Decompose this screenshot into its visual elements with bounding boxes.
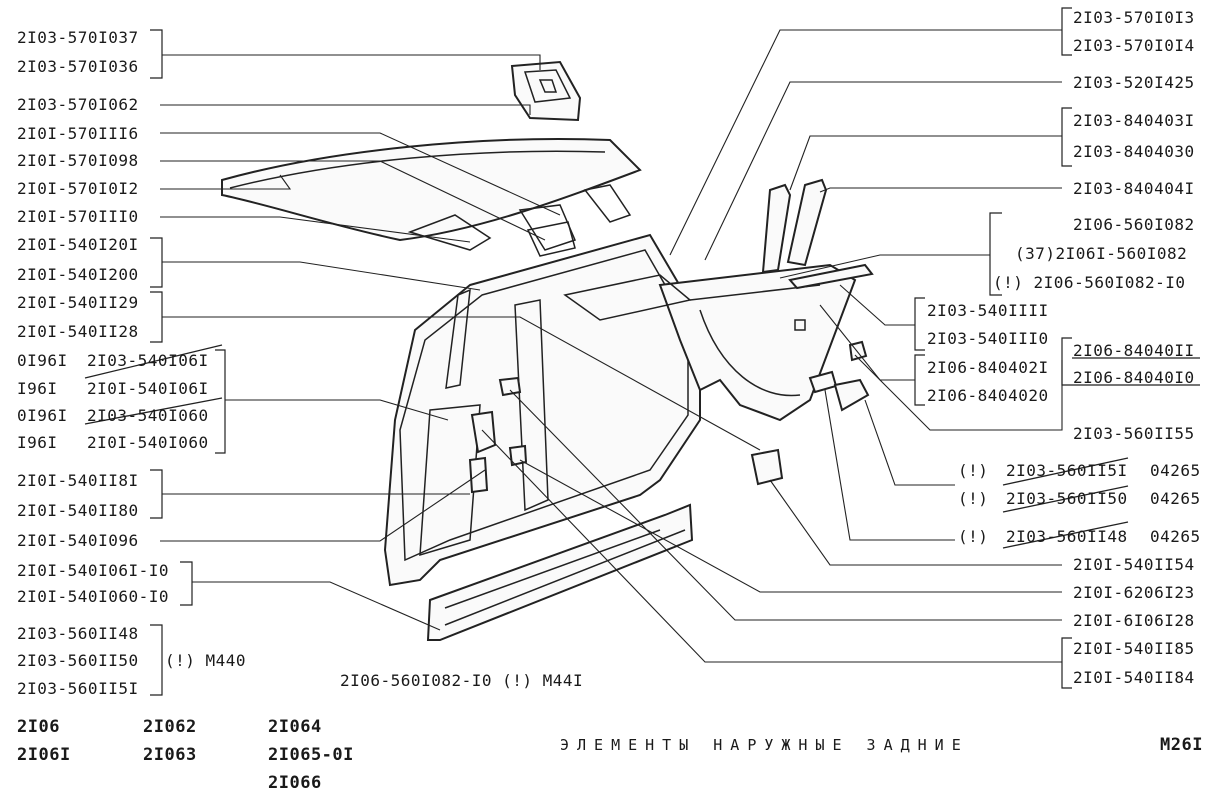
part-label: 0I96I	[17, 406, 68, 425]
strike-lines	[84, 344, 1200, 549]
part-label: 2I03-540I06I	[87, 351, 209, 370]
part-label: 2I0I-540II84	[1073, 668, 1195, 687]
part-label: 2I03-540IIII	[927, 301, 1049, 320]
part-label: 2I03-540I060	[87, 406, 209, 425]
part-label: 2I03-560II50	[1006, 489, 1128, 508]
part-label: 2I03-560II55	[1073, 424, 1195, 443]
part-label: 2I06-84040II	[1073, 341, 1195, 360]
part-label: 2I03-560II50	[17, 651, 139, 670]
center-pillar-top	[526, 221, 576, 257]
part-label: 04265	[1150, 489, 1201, 508]
part-label: 2I06-8404020	[927, 386, 1049, 405]
part-label: 2I03-560II5I	[1006, 461, 1128, 480]
model-code: 2I06	[17, 717, 60, 737]
part-note: (!) M440	[165, 651, 247, 670]
part-label: 2I0I-6206I23	[1073, 583, 1195, 602]
part-label: 2I03-8404030	[1073, 142, 1195, 161]
part-label: 2I0I-540II29	[17, 293, 139, 312]
part-label: 2I03-520I425	[1073, 73, 1195, 92]
part-label: 2I03-570I036	[17, 57, 139, 76]
part-label: (37)2I06I-560I082	[1015, 244, 1188, 263]
roof-bracket	[510, 60, 582, 122]
part-label: 2I0I-540I200	[17, 265, 139, 284]
part-label: 2I03-560II48	[17, 624, 139, 643]
part-label: 2I03-540III0	[927, 329, 1049, 348]
part-label: 2I0I-540II28	[17, 322, 139, 341]
part-label: 2I03-560II48	[1006, 527, 1128, 546]
left-leader-lines	[150, 29, 761, 696]
part-note: (!)	[958, 461, 989, 480]
bottom-note: 2I06-560I082-I0 (!) M44I	[340, 671, 584, 690]
part-label: I96I	[17, 379, 58, 398]
part-label: 2I0I-570I0I2	[17, 179, 139, 198]
part-label: 2I0I-6I06I28	[1073, 611, 1195, 630]
part-label: 2I0I-570III0	[17, 207, 139, 226]
part-label: 2I06-84040I0	[1073, 368, 1195, 387]
model-code: 2I064	[268, 717, 322, 737]
part-label: 2I03-570I037	[17, 28, 139, 47]
part-label: 2I0I-540I06I	[87, 379, 209, 398]
part-label: 2I03-560II5I	[17, 679, 139, 698]
part-label: 2I0I-540I060	[87, 433, 209, 452]
model-code: 2I06I	[17, 745, 71, 765]
part-label: 2I0I-540I20I	[17, 235, 139, 254]
part-label: 04265	[1150, 461, 1201, 480]
model-code: 2I065-0I	[268, 745, 354, 765]
model-code: 2I063	[143, 745, 197, 765]
part-note: (!)	[958, 527, 989, 546]
part-label: 2I06-560I082	[1073, 215, 1195, 234]
part-label: 2I03-570I0I3	[1073, 8, 1195, 27]
roof-panel	[221, 138, 642, 251]
sill-panel	[426, 503, 694, 641]
part-label: I96I	[17, 433, 58, 452]
part-label: 2I0I-540II80	[17, 501, 139, 520]
part-label: 2I0I-540II85	[1073, 639, 1195, 658]
right-leader-lines	[481, 7, 1072, 689]
part-label: 2I0I-540I096	[17, 531, 139, 550]
part-label: 04265	[1150, 527, 1201, 546]
part-label: 2I0I-570I098	[17, 151, 139, 170]
part-label: 2I03-840404I	[1073, 179, 1195, 198]
part-label: 2I0I-540I060-I0	[17, 587, 169, 606]
model-code: 2I062	[143, 717, 197, 737]
part-label: 2I0I-570III6	[17, 124, 139, 143]
part-label: 2I06-840402I	[927, 358, 1049, 377]
rear-wing-panel	[563, 263, 857, 422]
page-code: M26I	[1160, 735, 1203, 755]
part-label: 2I0I-540I06I-I0	[17, 561, 169, 580]
part-label: 2I03-570I0I4	[1073, 36, 1195, 55]
part-label: 2I03-840403I	[1073, 111, 1195, 130]
page-title: ЭЛЕМЕНТЫ НАРУЖНЫЕ ЗАДНИЕ	[560, 736, 969, 754]
model-code: 2I066	[268, 773, 322, 793]
part-label: 2I03-570I062	[17, 95, 139, 114]
window-trims	[761, 178, 874, 290]
part-label: 0I96I	[17, 351, 68, 370]
part-label: (!) 2I06-560I082-I0	[993, 273, 1186, 292]
part-label: 2I0I-540II54	[1073, 555, 1195, 574]
part-label: 2I0I-540II8I	[17, 471, 139, 490]
part-note: (!)	[958, 489, 989, 508]
